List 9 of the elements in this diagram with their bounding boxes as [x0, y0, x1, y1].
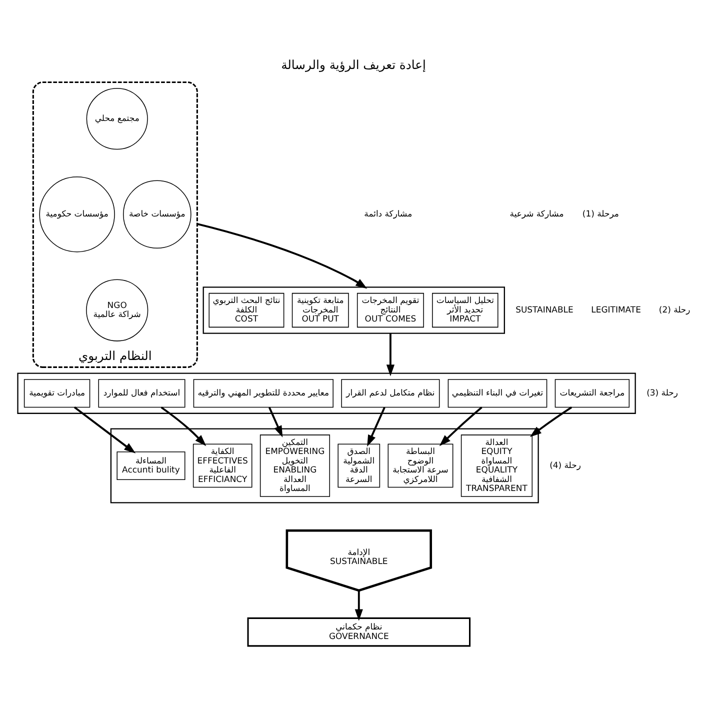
label: مشاركة شرعية — [510, 208, 564, 218]
label: LEGITIMATE — [591, 304, 641, 314]
label: رحلة (2) — [658, 304, 690, 314]
label: رحلة (3) — [646, 387, 678, 398]
label: SUSTAINABLE — [516, 304, 574, 314]
label: مرحلة (1) — [582, 208, 619, 218]
label: مشاركة دائمة — [364, 208, 412, 218]
label: رحلة (4) — [550, 459, 581, 470]
diagram-title: إعادة تعريف الرؤية والرسالة — [281, 58, 426, 72]
